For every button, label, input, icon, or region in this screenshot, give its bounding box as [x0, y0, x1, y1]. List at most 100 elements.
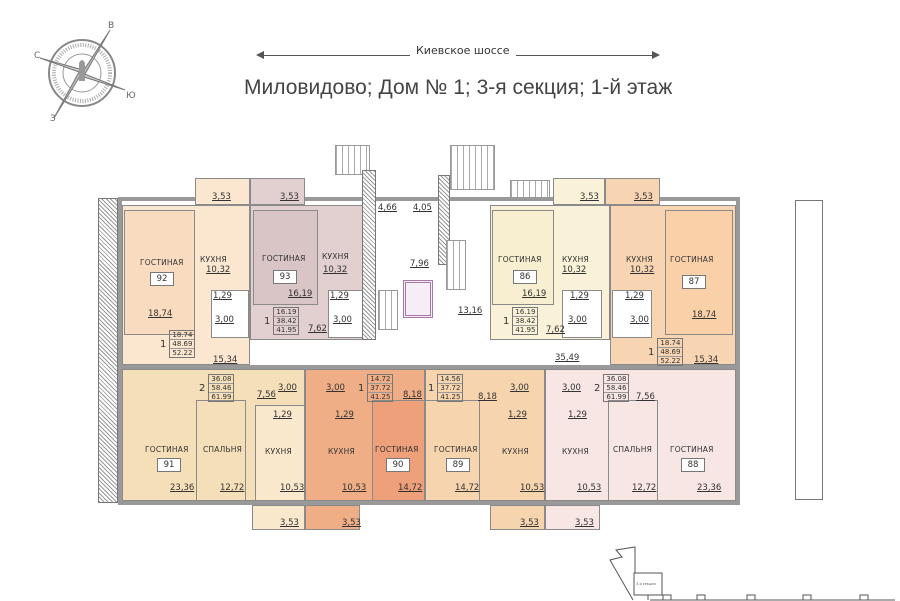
- balcony-88: [545, 505, 600, 530]
- room-label: КУХНЯ: [265, 447, 292, 456]
- room-label: ГОСТИНАЯ: [375, 445, 419, 454]
- apartment-number-badge: 88: [681, 458, 705, 472]
- area-label: 23,36: [697, 483, 722, 493]
- apartment-number-badge: 86: [513, 270, 537, 284]
- area-label: 12,72: [632, 483, 657, 493]
- area-label: 10,53: [342, 483, 367, 493]
- room-count: 1: [428, 382, 435, 394]
- living-area: 18.74: [170, 331, 195, 340]
- area-label: 10,32: [562, 265, 587, 275]
- area-label: 18,74: [148, 309, 173, 319]
- compass-south-label: Ю: [126, 91, 136, 101]
- total-area-with-balcony: 41.25: [440, 393, 461, 401]
- balcony-93: [250, 178, 305, 205]
- apartment-number-badge: 93: [273, 270, 297, 284]
- apartment-number-badge: 87: [682, 275, 706, 289]
- total-area: 48.69: [170, 340, 195, 349]
- total-area-with-balcony: 41.25: [370, 393, 391, 401]
- room-label: ГОСТИНАЯ: [140, 258, 184, 267]
- entrance-stairs: [450, 145, 495, 190]
- area-label: 3,53: [575, 518, 594, 528]
- area-label: 15,34: [213, 355, 238, 365]
- total-area-with-balcony: 41.95: [276, 326, 297, 334]
- total-area: 37.72: [438, 384, 463, 393]
- balcony-87: [605, 178, 660, 205]
- area-label: 14,72: [455, 483, 480, 493]
- room-label: ГОСТИНАЯ: [670, 255, 714, 264]
- area-label: 1,29: [508, 410, 527, 420]
- area-label: 10,32: [630, 265, 655, 275]
- area-label: 7,62: [546, 325, 565, 335]
- apartment-number-badge: 90: [386, 458, 410, 472]
- core-wall: [362, 170, 376, 340]
- area-label: 3,53: [520, 518, 539, 528]
- living-area: 36.08: [209, 375, 234, 384]
- total-area: 58.46: [604, 384, 629, 393]
- right-neighbor-wall: [795, 200, 823, 500]
- balcony-86: [553, 178, 605, 205]
- compass-west-label: З: [50, 114, 56, 123]
- area-label: 4,05: [413, 203, 432, 213]
- plan-title: Миловидово; Дом № 1; 3-я секция; 1-й эта…: [244, 76, 673, 99]
- balcony-89: [490, 505, 545, 530]
- area-label: 3,00: [568, 315, 587, 325]
- bathroom-92: [211, 290, 249, 338]
- living-area: 14.56: [438, 375, 463, 384]
- minimap-section-label: 3-я секция: [636, 582, 656, 586]
- total-area: 38.42: [274, 317, 299, 326]
- room-label: СПАЛЬНЯ: [613, 445, 653, 454]
- room-count: 1: [358, 382, 365, 394]
- area-label: 4,66: [378, 203, 397, 213]
- area-label: 3,00: [510, 383, 529, 393]
- bathroom-93: [328, 290, 368, 338]
- road-label: Киевское шоссе: [410, 44, 516, 57]
- living-room-90: [372, 400, 425, 501]
- area-label: 35,49: [555, 353, 580, 363]
- area-label: 10,53: [520, 483, 545, 493]
- total-area: 37.72: [368, 384, 393, 393]
- area-label: 12,72: [220, 483, 245, 493]
- area-label: 14,72: [398, 483, 423, 493]
- room-count: 1: [160, 338, 167, 350]
- living-area: 16.19: [274, 308, 299, 317]
- living-area: 16.19: [513, 308, 538, 317]
- area-label: 3,00: [215, 315, 234, 325]
- arrow-left-icon: [256, 51, 264, 59]
- area-label: 16,19: [522, 289, 547, 299]
- room-label: КУХНЯ: [328, 447, 355, 456]
- bedroom-91: [196, 400, 246, 501]
- room-label: ГОСТИНАЯ: [498, 255, 542, 264]
- building-minimap: 3-я секция: [609, 546, 895, 601]
- stairs: [378, 290, 398, 330]
- room-label: ГОСТИНАЯ: [145, 445, 189, 454]
- area-label: 1,29: [330, 291, 349, 301]
- area-label: 1,29: [568, 410, 587, 420]
- compass-rose-icon: В С Ю З: [34, 21, 136, 123]
- room-label: СПАЛЬНЯ: [203, 445, 243, 454]
- area-label: 10,53: [577, 483, 602, 493]
- area-label: 3,00: [278, 383, 297, 393]
- area-label: 7,56: [636, 392, 655, 402]
- living-area: 14.72: [368, 375, 393, 384]
- area-label: 3,53: [342, 518, 361, 528]
- area-label: 7,96: [410, 259, 429, 269]
- area-label: 7,62: [308, 324, 327, 334]
- area-label: 3,53: [280, 192, 299, 202]
- balcony-91: [252, 505, 305, 530]
- area-label: 15,34: [694, 355, 719, 365]
- bathroom-87: [612, 290, 652, 338]
- area-label: 16,19: [288, 289, 313, 299]
- area-label: 1,29: [335, 410, 354, 420]
- bathroom-86: [562, 290, 602, 338]
- bedroom-88: [608, 400, 658, 501]
- room-label: КУХНЯ: [562, 447, 589, 456]
- area-label: 13,16: [458, 306, 483, 316]
- area-label: 10,32: [323, 265, 348, 275]
- room-label: КУХНЯ: [502, 447, 529, 456]
